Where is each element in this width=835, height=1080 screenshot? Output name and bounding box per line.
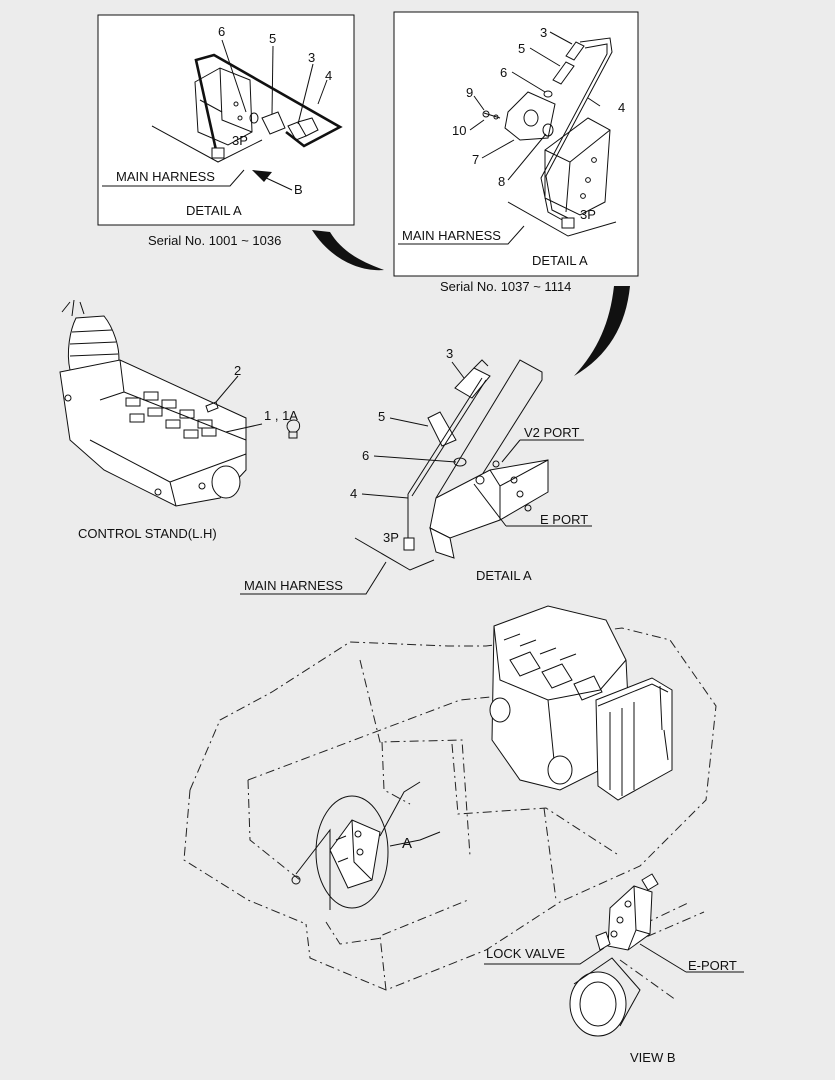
v2-port-label: V2 PORT bbox=[524, 425, 579, 440]
e-port-label: E PORT bbox=[540, 512, 588, 527]
callout-8: 8 bbox=[498, 174, 505, 189]
detail-a-marker: A bbox=[402, 835, 412, 852]
detail-main: 3 5 6 4 V2 PORT E PORT 3P MAIN HARNESS D… bbox=[240, 346, 592, 595]
detail-box-left: 6 5 3 4 3P MAIN HARNESS B DETAIL A bbox=[97, 14, 355, 226]
plug-label: 3P bbox=[232, 133, 248, 148]
lock-valve-label: LOCK VALVE bbox=[486, 946, 565, 961]
view-b-title: VIEW B bbox=[630, 1050, 676, 1065]
detail-title: DETAIL A bbox=[532, 253, 588, 268]
callout-6: 6 bbox=[218, 24, 225, 39]
detail-box-right: 3 5 6 4 9 10 7 8 3P MAIN HARNESS DETAIL … bbox=[393, 11, 639, 277]
detail-title: DETAIL A bbox=[186, 203, 242, 218]
callout-7: 7 bbox=[472, 152, 479, 167]
callout-2: 2 bbox=[234, 363, 241, 378]
callout-4: 4 bbox=[350, 486, 357, 501]
callout-3: 3 bbox=[308, 50, 315, 65]
e-port-label: E-PORT bbox=[688, 958, 737, 973]
control-stand-title: CONTROL STAND(L.H) bbox=[78, 526, 217, 541]
serial-range-right: Serial No. 1037 ~ 1114 bbox=[440, 279, 571, 294]
callout-9: 9 bbox=[466, 85, 473, 100]
callout-5: 5 bbox=[518, 41, 525, 56]
callout-4: 4 bbox=[618, 100, 625, 115]
callout-5: 5 bbox=[378, 409, 385, 424]
callout-5: 5 bbox=[269, 31, 276, 46]
callout-4: 4 bbox=[325, 68, 332, 83]
callout-1-1a: 1 , 1A bbox=[264, 408, 298, 423]
machine-overview: A bbox=[183, 605, 717, 991]
callout-6: 6 bbox=[500, 65, 507, 80]
detail-title: DETAIL A bbox=[476, 568, 532, 583]
callout-3: 3 bbox=[446, 346, 453, 361]
view-b: LOCK VALVE E-PORT VIEW B bbox=[484, 873, 744, 1065]
callout-10: 10 bbox=[452, 123, 466, 138]
main-harness-label: MAIN HARNESS bbox=[116, 169, 215, 184]
serial-range-left: Serial No. 1001 ~ 1036 bbox=[148, 233, 281, 248]
control-stand: 2 1 , 1A bbox=[59, 299, 301, 507]
main-harness-label: MAIN HARNESS bbox=[244, 578, 343, 593]
view-b-marker: B bbox=[294, 182, 303, 197]
plug-label: 3P bbox=[383, 530, 399, 545]
plug-label: 3P bbox=[580, 207, 596, 222]
callout-6: 6 bbox=[362, 448, 369, 463]
curved-arrow-right bbox=[574, 286, 630, 376]
main-harness-label: MAIN HARNESS bbox=[402, 228, 501, 243]
curved-arrow-left bbox=[312, 230, 384, 271]
callout-3: 3 bbox=[540, 25, 547, 40]
